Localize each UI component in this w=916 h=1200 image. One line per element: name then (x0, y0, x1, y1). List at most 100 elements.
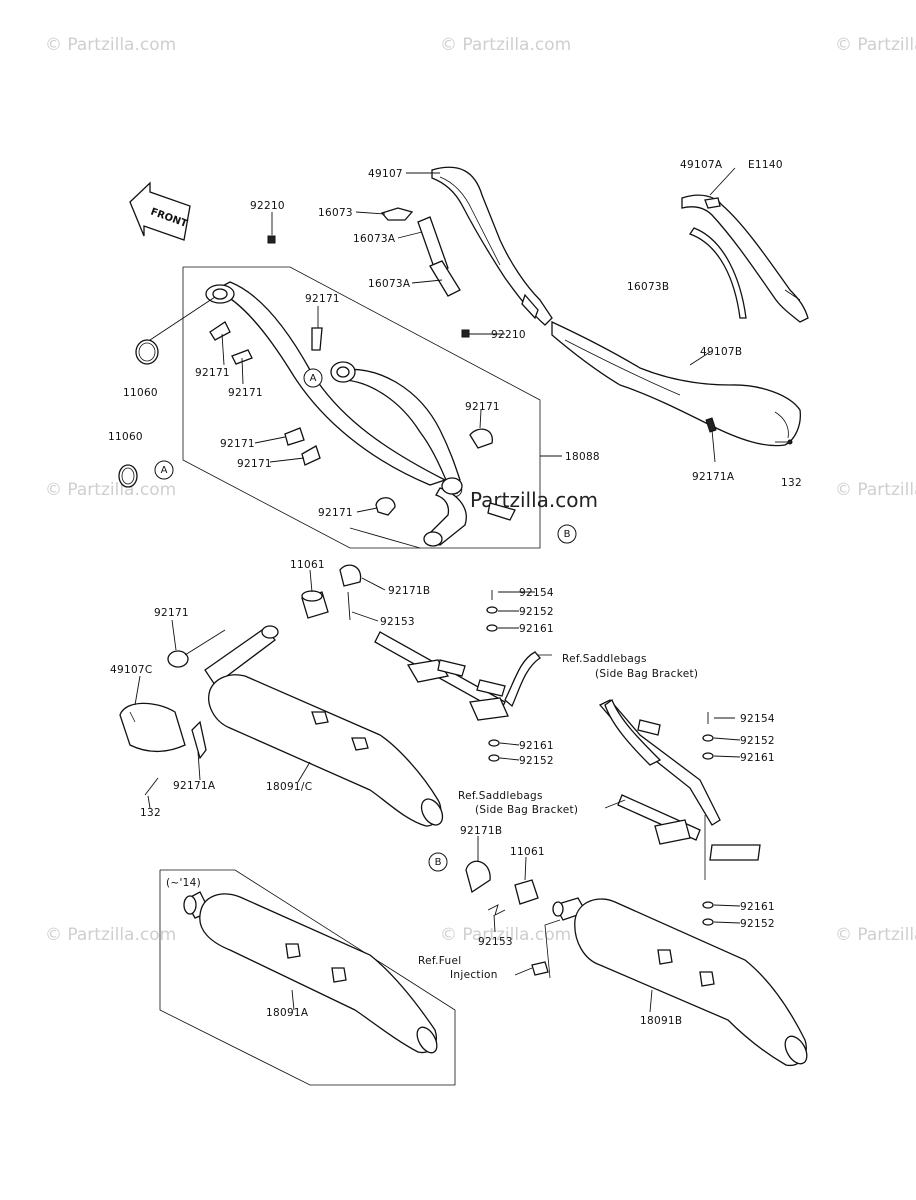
label-11060-a: 11060 (123, 387, 158, 399)
label-92171-6: 92171 (237, 458, 272, 470)
label-16073B: 16073B (627, 281, 669, 293)
watermark-bottom-left: © Partzilla.com (45, 925, 176, 945)
label-92210-mid: 92210 (491, 329, 526, 341)
label-18088: 18088 (565, 451, 600, 463)
muffler-18091C (204, 625, 444, 827)
clip-16073 (380, 207, 414, 221)
bolt-132-top (775, 439, 793, 445)
clamp-92171A-top (705, 417, 717, 433)
grommet-92161-right (702, 752, 714, 760)
label-ref-saddlebags-2b: (Side Bag Bracket) (475, 804, 578, 816)
label-18091A: 18091A (266, 1007, 309, 1019)
label-92171-7: 92171 (318, 507, 353, 519)
nut-92210-top (267, 235, 276, 244)
bracket-upper (374, 631, 552, 721)
watermark-mid-right: © Partzilla.com (835, 480, 916, 500)
label-11061-top: 11061 (290, 559, 325, 571)
label-92171-2: 92171 (195, 367, 230, 379)
heat-cover-49107B (551, 320, 801, 447)
grommet-92161-right2 (702, 901, 714, 909)
label-ref-saddlebags-1b: (Side Bag Bracket) (595, 668, 698, 680)
callout-B-1-label: B (564, 529, 571, 540)
label-92161-top: 92161 (519, 623, 554, 635)
label-ref-fuel-b: Injection (450, 969, 498, 981)
label-92154-top: 92154 (519, 587, 554, 599)
label-92171-3: 92171 (228, 387, 263, 399)
clamp-92171-left (167, 650, 189, 668)
callout-B-2: B (428, 852, 448, 872)
clamp-92171B-top (339, 564, 362, 587)
label-ref-saddlebags-1: Ref.Saddlebags (562, 653, 647, 665)
muffler-18091A (183, 891, 438, 1054)
label-92152-mid: 92152 (519, 755, 554, 767)
callout-A-1-label: A (310, 373, 317, 384)
label-11061-bottom: 11061 (510, 846, 545, 858)
label-92171-8: 92171 (154, 607, 189, 619)
label-132-top: 132 (781, 477, 802, 489)
heat-shield-16073B (689, 227, 747, 319)
label-92153-top: 92153 (380, 616, 415, 628)
watermark-bottom-right: © Partzilla.com (835, 925, 916, 945)
washer-92152-top (486, 606, 498, 614)
diagram-code: E1140 (748, 159, 783, 171)
label-49107C: 49107C (110, 664, 153, 676)
stud-92153-bottom (487, 904, 506, 916)
watermark-top-center: © Partzilla.com (440, 35, 571, 55)
label-92210-top: 92210 (250, 200, 285, 212)
assembly-box-18088 (182, 266, 541, 549)
label-92154-right: 92154 (740, 713, 775, 725)
label-92161-right: 92161 (740, 752, 775, 764)
watermark-bottom-center: © Partzilla.com (440, 925, 571, 945)
bracket-right (598, 698, 761, 880)
assembly-box-18091A (159, 869, 456, 1086)
label-92171-5: 92171 (220, 438, 255, 450)
exhaust-pipe-18088 (205, 281, 516, 547)
label-18091C: 18091/C (266, 781, 312, 793)
washer-92152-right (702, 734, 714, 742)
callout-B-2-label: B (435, 857, 442, 868)
label-16073A-2: 16073A (368, 278, 411, 290)
nut-92210-mid (461, 329, 470, 338)
gasket-11060-b (118, 464, 138, 488)
sensor-fuel-injection (531, 961, 549, 976)
label-16073A-1: 16073A (353, 233, 396, 245)
label-92171A-bottom: 92171A (173, 780, 216, 792)
heat-cover-49107A (681, 194, 809, 323)
callout-A-2: A (154, 460, 174, 480)
washer-92152-mid (488, 754, 500, 762)
heat-cover-49107 (431, 166, 553, 326)
callout-A-1: A (303, 368, 323, 388)
label-132-bottom: 132 (140, 807, 161, 819)
clamp-92171B-bottom (465, 860, 491, 894)
label-92161-mid: 92161 (519, 740, 554, 752)
grommet-92161-top (486, 624, 498, 632)
label-92153-bottom: 92153 (478, 936, 513, 948)
label-92171A-top: 92171A (692, 471, 735, 483)
muffler-18091B (544, 897, 808, 1067)
label-ref-saddlebags-2: Ref.Saddlebags (458, 790, 543, 802)
label-92171B-top: 92171B (388, 585, 430, 597)
part-labels: 49107 16073 16073A 16073A 49107A 16073B … (108, 159, 802, 1027)
callout-B-1: B (557, 524, 577, 544)
heat-shield-16073A-1 (417, 216, 449, 274)
washer-92152-right2 (702, 918, 714, 926)
heat-shield-16073A-2 (429, 260, 461, 297)
gasket-11060-a (135, 339, 159, 365)
label-11060-b: 11060 (108, 431, 143, 443)
watermark-top-left: © Partzilla.com (45, 35, 176, 55)
label-92152-right: 92152 (740, 735, 775, 747)
label-model-note: (~'14) (166, 877, 201, 889)
front-arrow-icon: FRONT (129, 181, 191, 241)
watermark-top-right: © Partzilla.com (835, 35, 916, 55)
clamp-92171A-bottom (191, 720, 207, 760)
label-92161-right2: 92161 (740, 901, 775, 913)
label-49107B: 49107B (700, 346, 742, 358)
callout-A-2-label: A (161, 465, 168, 476)
label-16073: 16073 (318, 207, 353, 219)
connector-11061-bottom (514, 879, 539, 905)
leader-lines (134, 167, 741, 1013)
stud-92153-top (347, 591, 351, 621)
grommet-92161-mid (488, 739, 500, 747)
watermark-mid-left: © Partzilla.com (45, 480, 176, 500)
